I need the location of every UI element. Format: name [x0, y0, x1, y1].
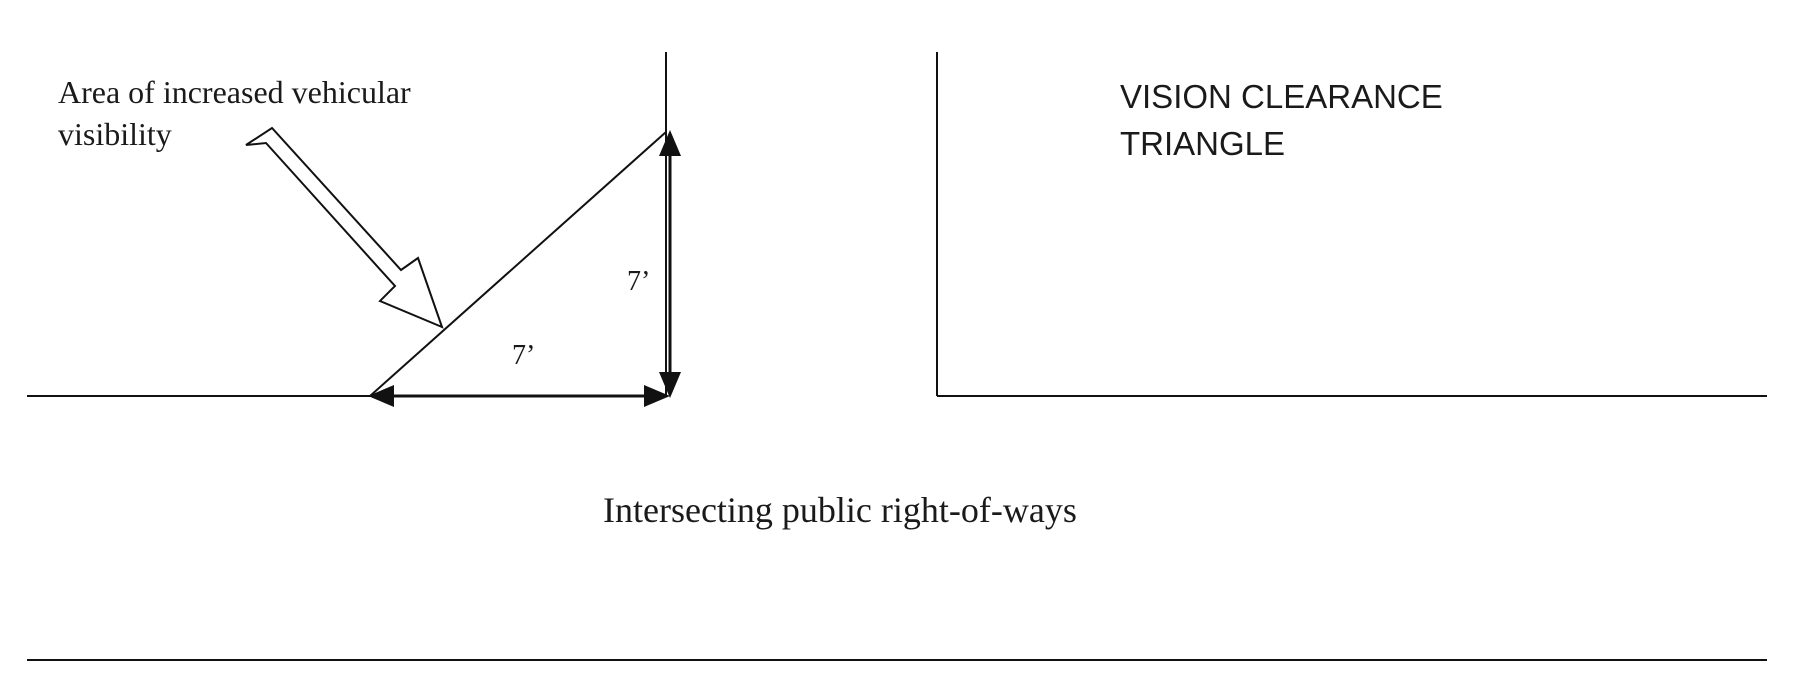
diagram-title-line-2: TRIANGLE [1120, 125, 1285, 162]
horizontal-dimension-arrow [368, 385, 670, 407]
vertical-dimension-arrow [659, 130, 681, 398]
horizontal-dimension-label: 7’ [512, 340, 535, 371]
callout-label-line-1: Area of increased vehicular [58, 74, 411, 110]
callout-arrow-icon [245, 126, 444, 329]
diagram-title-line-1: VISION CLEARANCE [1120, 78, 1443, 115]
vertical-dimension-label: 7’ [627, 266, 650, 297]
street-label: Intersecting public right-of-ways [603, 490, 1077, 530]
callout-label-line-2: visibility [58, 116, 172, 152]
clearance-triangle-hypotenuse [369, 131, 667, 397]
